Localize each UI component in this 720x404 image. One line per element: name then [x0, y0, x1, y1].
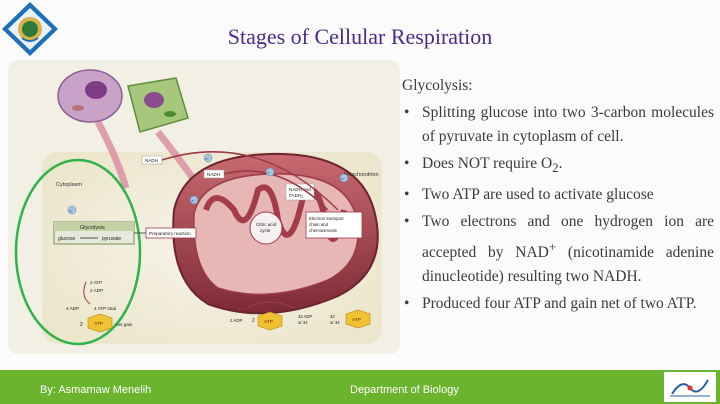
bullet-list: Splitting glucose into two 3-carbon mole… [402, 101, 714, 317]
electron-markers: e⁻ e⁻ e⁻ e⁻ e⁻ [67, 153, 349, 215]
adp-32-label-line1: 32 ADP [298, 314, 312, 319]
nadh-fadh-box [285, 183, 315, 201]
atp-label-etc: ATP [352, 317, 361, 323]
adp-32-label-line2: or 34 [298, 320, 308, 325]
bullet-item: Does NOT require O2. [402, 152, 714, 181]
atp-label-mito: ATP [264, 319, 273, 325]
cytoplasm-label: Cytoplasm [56, 182, 82, 188]
bullet-item: Two ATP are used to activate glucose [402, 183, 714, 208]
atp-cycle-arrow [83, 281, 91, 305]
mito-atp-arrow [247, 301, 295, 309]
num-2-glycolysis: 2 [80, 322, 83, 328]
university-logo-icon [664, 372, 716, 402]
glycolysis-highlight-ellipse [14, 158, 142, 346]
plant-cell-icon [127, 77, 189, 133]
nadh-fadh-label-line1: NADH and [289, 187, 311, 192]
bullet-item: Two electrons and one hydrogen ion are a… [402, 210, 714, 290]
glycolysis-heading: Glycolysis: [402, 77, 473, 94]
svg-text:e⁻: e⁻ [70, 209, 74, 213]
svg-text:e⁻: e⁻ [342, 177, 346, 181]
etc-label-line1: Electron transport [309, 216, 344, 221]
nadh-to-etc-arrow-2 [223, 170, 329, 211]
footer-bar [0, 370, 720, 404]
glycolysis-notes: Glycolysis: Splitting glucose into two 3… [402, 74, 714, 319]
glucose-label: glucose [58, 236, 75, 242]
atp-star-mito [257, 311, 283, 331]
svg-text:e⁻: e⁻ [192, 199, 196, 203]
etc-label-line3: chemiosmosis [309, 228, 338, 233]
net-gain-label: net gain [116, 322, 133, 327]
atp-2-label: 2 ATP [90, 280, 102, 285]
atp-label-glycolysis: ATP [94, 321, 103, 327]
atp-4-total-label: 4 ATP total [94, 306, 116, 311]
adp-2-right-label: 2 ADP [230, 318, 243, 323]
svg-text:e⁻: e⁻ [268, 171, 272, 175]
mitochondrion-label: Mitochondrion [344, 172, 379, 178]
glycolysis-box-header [54, 222, 134, 231]
bullet-item: Produced four ATP and gain net of two AT… [402, 292, 714, 317]
cell-to-glycolysis-arrow [94, 120, 130, 189]
animal-cell-icon [57, 69, 123, 123]
footer-author: By: Asmamaw Menelih [40, 384, 152, 396]
citric-acid-label-line1: Citric acid [256, 222, 277, 227]
footer-department: Department of Biology [350, 384, 459, 396]
citric-acid-label-line2: cycle [260, 228, 271, 233]
cellular-respiration-diagram: Cytoplasm Mitochondrion Glycolysis gluco… [8, 60, 400, 354]
etc-label-line2: chain and [309, 222, 329, 227]
atp-star-glycolysis [87, 313, 113, 333]
nadh-fadh-label-line2: FADH2 [289, 193, 303, 199]
nadh-label-2: NADH [207, 172, 220, 177]
preparatory-reaction-label: Preparatory reaction [149, 231, 191, 236]
slide-title: Stages of Cellular Respiration [227, 24, 493, 49]
atp-32-label-line1: 32 [330, 314, 335, 319]
adp-2-label: 2 ADP [90, 288, 103, 293]
pyruvate-label: pyruvate [102, 236, 121, 242]
nadh-label-1: NADH [145, 158, 158, 163]
electron-transport-box [305, 211, 363, 239]
nadh-to-etc-arrow-1 [161, 151, 339, 211]
bullet-item: Splitting glucose into two 3-carbon mole… [402, 101, 714, 150]
institution-seal-icon [2, 2, 58, 56]
num-2-mito: 2 [252, 318, 255, 324]
glycolysis-label: Glycolysis [80, 225, 105, 231]
citric-acid-cycle-circle [249, 211, 283, 245]
adp-4-label: 4 ADP [66, 306, 79, 311]
svg-text:e⁻: e⁻ [206, 157, 210, 161]
atp-star-etc [345, 309, 371, 329]
atp-32-label-line2: or 34 [330, 320, 340, 325]
